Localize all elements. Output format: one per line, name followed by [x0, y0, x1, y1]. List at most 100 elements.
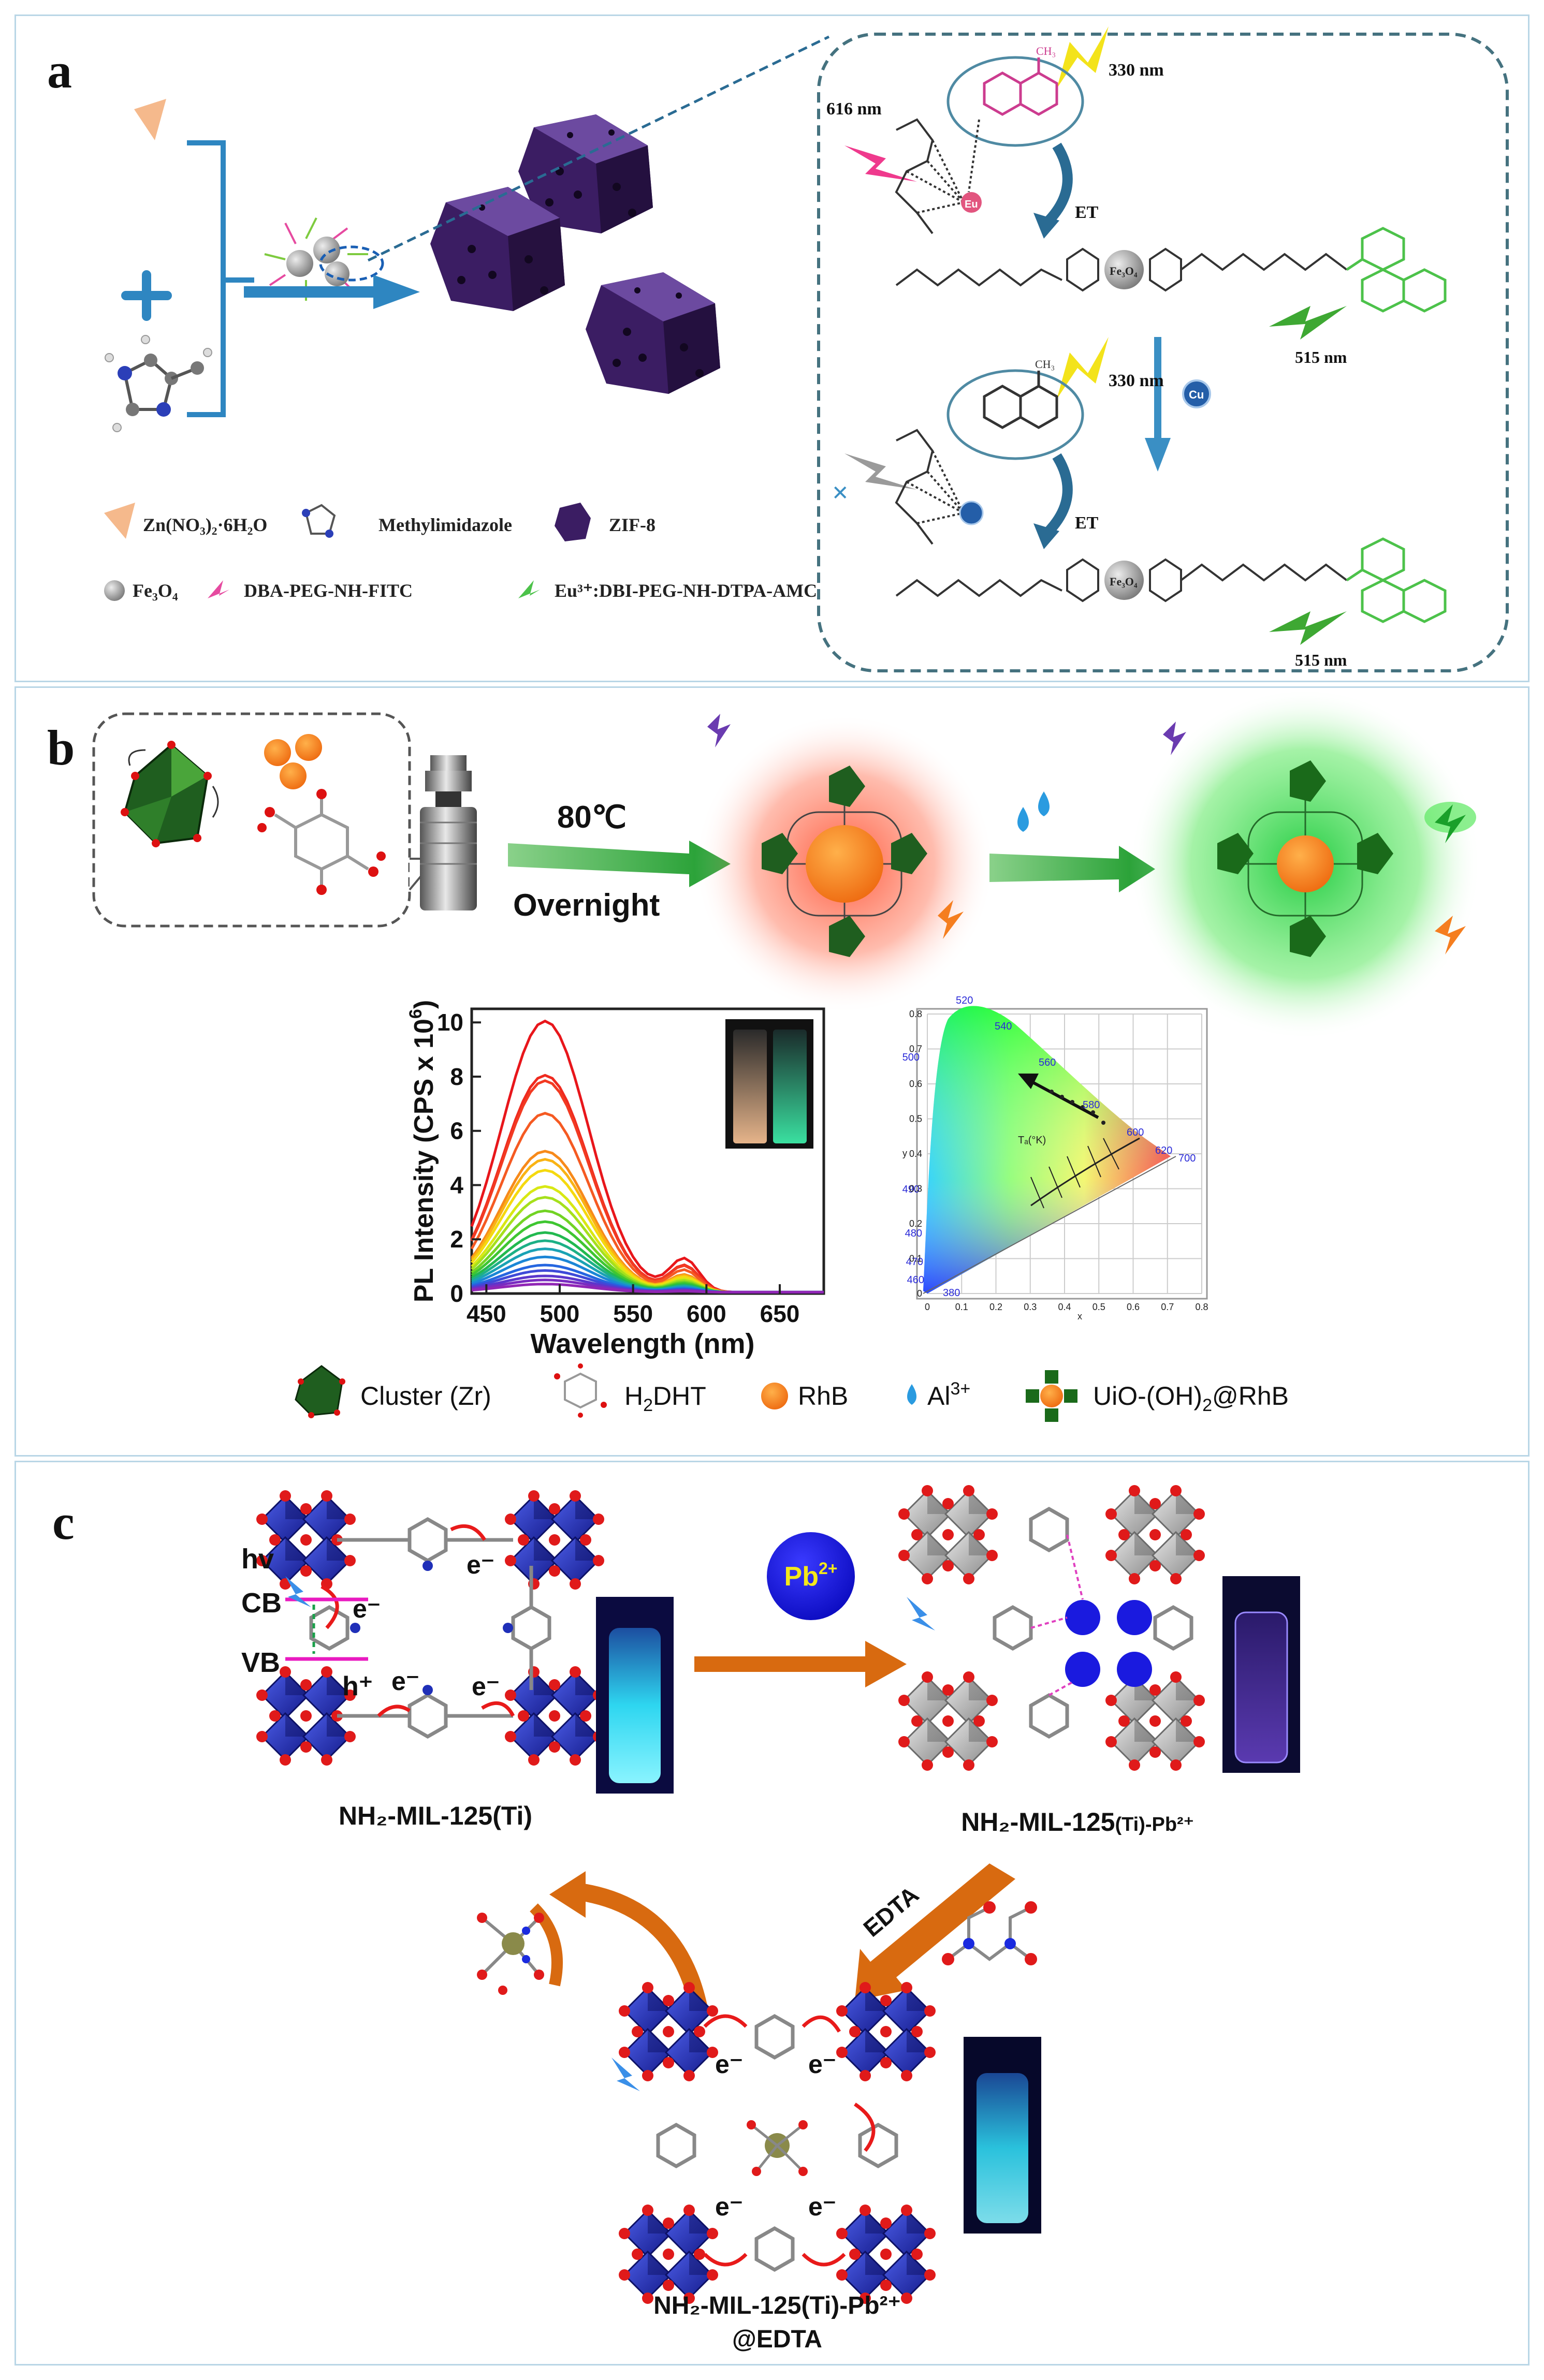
legend-cluster: Cluster (Zr) [360, 1382, 491, 1411]
cie-xtick: 0.1 [955, 1302, 968, 1312]
zr-cluster-icon [121, 741, 219, 847]
svg-text:CH₃: CH₃ [1036, 45, 1056, 57]
pink-emission-icon [844, 145, 917, 182]
legend-zn-nitrate: Zn(NO₃)₂·6H₂O [143, 515, 267, 535]
pb-addition-arrow [694, 1641, 907, 1687]
fe3o4-core-bottom [1104, 561, 1144, 600]
green-emission-icon-top [1269, 306, 1347, 340]
panel-a-diagram: 330 nm CH₃ 616 nm Eu ET [104, 26, 1509, 672]
pl-ytick-label: 4 [450, 1171, 463, 1198]
fe3o4-nanoparticle-cluster-icon [264, 217, 384, 301]
svg-text:e⁻: e⁻ [472, 1672, 500, 1701]
legend-al-icon [907, 1384, 916, 1405]
cie-wavelength-label: 490 [902, 1184, 920, 1195]
mof-nh2-mil-125-ti-pb: NH₂-MIL-125(Ti)-Pb²⁺ [898, 1485, 1300, 1837]
svg-text:ET: ET [1075, 513, 1099, 533]
plus-icon [121, 270, 172, 321]
regeneration-arrow [579, 1883, 708, 2013]
cie-xtick: 0.6 [1127, 1302, 1140, 1312]
cie-xtick: 0.3 [1024, 1302, 1037, 1312]
pb-ion-badge [767, 1532, 855, 1620]
legend-rhb: RhB [798, 1382, 848, 1411]
cb-label: CB [241, 1588, 282, 1619]
legend-eu-dbi: Eu³⁺:DBI-PEG-NH-DTPA-AMC [555, 580, 817, 601]
rhb-spheres-icon [264, 734, 322, 789]
ti-oxo-cluster-icon [619, 2205, 718, 2304]
edta-molecule-icon [947, 1906, 1032, 1961]
synthesis-arrow [244, 275, 420, 309]
pl-series-group [470, 1019, 824, 1294]
ti-oxo-cluster-grey-icon [898, 1671, 998, 1771]
panel-a: a [14, 14, 1530, 682]
svg-text:330 nm: 330 nm [1109, 371, 1164, 390]
pl-xtick-label: 650 [760, 1300, 800, 1327]
emission-616-label: 616 nm [826, 99, 882, 119]
mof-nh2-mil-125-ti-pb-edta: e⁻ e⁻ e⁻ e⁻ NH₂-MIL-125(Ti)-Pb²⁺ @EDTA [611, 1982, 1041, 2353]
cie-wavelength-label: 560 [1039, 1057, 1056, 1068]
ti-oxo-cluster-icon [619, 1982, 718, 2081]
panel-c: c [14, 1461, 1530, 2366]
ti-oxo-cluster-icon [256, 1666, 356, 1766]
cie-xtick: 0.5 [1093, 1302, 1105, 1312]
legend-fe3o4: Fe₃O₄ [133, 580, 178, 601]
reactant-bracket [187, 140, 226, 417]
cie-wavelength-label: 520 [956, 995, 973, 1006]
mof3-label-line2: @EDTA [732, 2326, 822, 2353]
svg-text:Tₐ(°K): Tₐ(°K) [1018, 1135, 1046, 1146]
legend-zif-8: ZIF-8 [609, 515, 656, 535]
panel-b-diagram: 80℃ Overnight [92, 688, 1481, 1422]
al-water-drops-icon [1017, 791, 1050, 832]
uio-rhb-product-red [762, 766, 927, 957]
legend-b: Cluster (Zr) H2DHT RhB Al3+ UiO-(OH)2@Rh… [295, 1363, 1289, 1422]
methylimidazole-molecule-icon [105, 335, 212, 432]
cie-wavelength-label: 460 [907, 1274, 924, 1286]
cie-ytick: 0.3 [909, 1184, 922, 1194]
zif-8-crystal-icon [430, 114, 720, 394]
ti-oxo-cluster-grey-icon [1105, 1485, 1205, 1584]
cie-xtick: 0 [925, 1302, 930, 1312]
svg-text:Eu: Eu [965, 199, 978, 210]
cie-ytick: 0.1 [909, 1254, 922, 1264]
svg-text:515 nm: 515 nm [1295, 651, 1347, 669]
cie-diagram: Tₐ(°K) 520540560580600620700500490480470… [902, 995, 1208, 1321]
reaction-arrow-1 [508, 841, 731, 887]
mechanism-top: 330 nm CH₃ 616 nm Eu ET [826, 26, 1447, 366]
uv-lightning-2 [1163, 722, 1186, 755]
legend-cluster-icon [295, 1365, 345, 1418]
svg-text:e⁻: e⁻ [808, 2050, 836, 2079]
green-emission-icon [1435, 804, 1466, 843]
svg-text:h⁺: h⁺ [342, 1671, 373, 1701]
svg-text:e⁻: e⁻ [391, 1667, 419, 1696]
zn-nitrate-icon [134, 99, 166, 140]
electron-arrow-1 [450, 1524, 486, 1541]
uv-lightning-1 [707, 714, 731, 747]
temperature-label: 80℃ [557, 800, 627, 834]
orange-emission-1 [938, 900, 964, 939]
svg-text:e⁻: e⁻ [808, 2192, 836, 2221]
svg-text:Cu: Cu [1189, 388, 1204, 401]
svg-text:e⁻: e⁻ [467, 1550, 494, 1579]
mechanism-inset [817, 33, 1509, 672]
pl-ytick-label: 10 [437, 1009, 463, 1036]
pl-ytick-label: 0 [450, 1280, 463, 1307]
mof2-label: NH₂-MIL-125(Ti)-Pb²⁺ [961, 1808, 1194, 1837]
legend-methylimidazole: Methylimidazole [378, 515, 512, 535]
pl-ytick-label: 2 [450, 1226, 463, 1253]
cie-wavelength-label: 500 [902, 1052, 920, 1063]
fitc-top [1346, 227, 1447, 313]
svg-text:ET: ET [1075, 203, 1099, 222]
cie-xtick: 0.2 [989, 1302, 1002, 1312]
legend-uio-icon [1026, 1370, 1077, 1422]
panel-label-b: b [47, 720, 75, 775]
eu-ion-icon [961, 192, 982, 213]
legend-rhb-icon [761, 1383, 788, 1409]
panel-b: b [14, 686, 1530, 1457]
fe3o4-core-top [1104, 250, 1144, 289]
quench-cross-icon: ✕ [832, 482, 849, 505]
pl-xtick-label: 600 [687, 1300, 726, 1327]
svg-text:e⁻: e⁻ [715, 2050, 743, 2079]
cie-wavelength-label: 600 [1127, 1127, 1144, 1138]
pl-ytick-label: 6 [450, 1118, 463, 1144]
cie-wavelength-label: 470 [906, 1256, 923, 1268]
